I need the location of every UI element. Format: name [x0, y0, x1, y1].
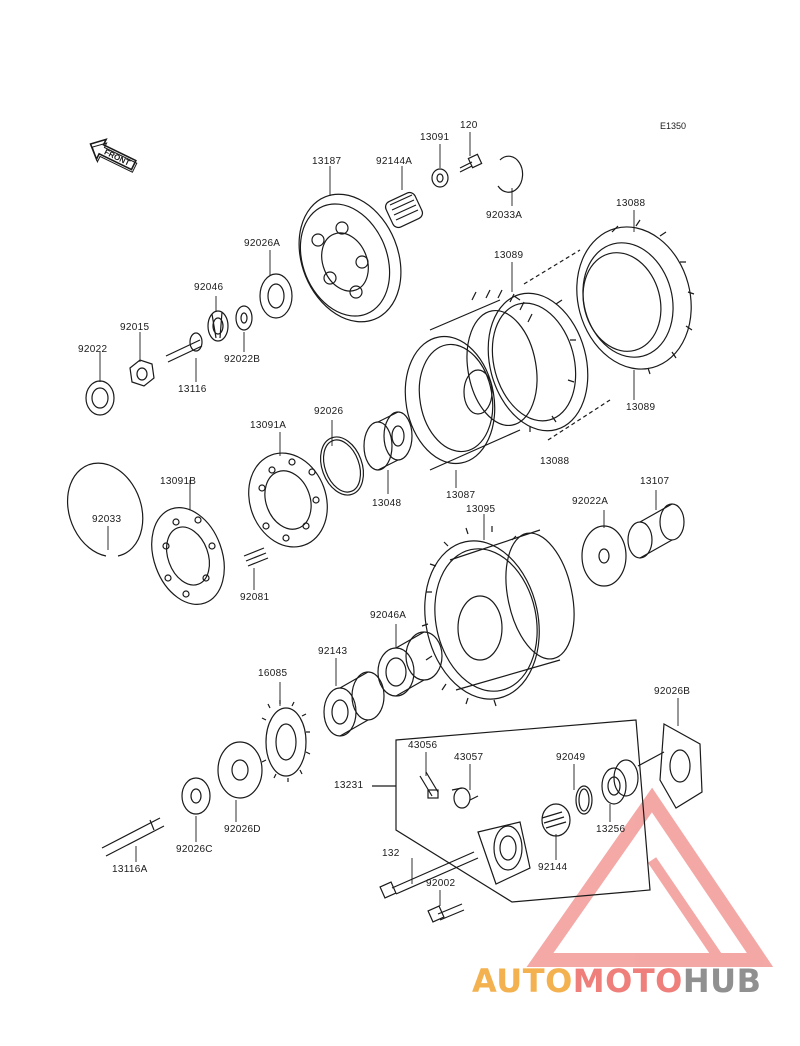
- part-92144: [541, 803, 571, 837]
- label-92026B: 92026B: [654, 686, 691, 697]
- label-13116A: 13116A: [112, 864, 148, 875]
- watermark-part-3: HUB: [682, 962, 762, 1000]
- label-92033: 92033: [92, 514, 122, 525]
- label-92046: 92046: [194, 282, 224, 293]
- part-132: [379, 851, 479, 899]
- part-92026A: [259, 273, 293, 319]
- label-13088-top: 13088: [616, 198, 646, 209]
- label-13187: 13187: [312, 156, 342, 167]
- watermark-triangle: [526, 787, 774, 967]
- part-13095: [421, 526, 575, 707]
- part-13088-top: [576, 219, 695, 375]
- watermark-part-2: MOTO: [572, 962, 683, 1000]
- part-13116: [165, 332, 203, 363]
- part-92002: [427, 903, 465, 923]
- part-92033A: [497, 155, 524, 193]
- label-13116: 13116: [178, 384, 207, 395]
- part-92026D: [217, 741, 263, 799]
- part-92046: [207, 310, 229, 342]
- label-132: 132: [382, 848, 400, 859]
- part-43056: [419, 771, 439, 799]
- part-92022A: [581, 525, 627, 587]
- watermark-part-1: AUTO: [472, 962, 573, 1000]
- label-13095: 13095: [466, 504, 496, 515]
- label-13091A: 13091A: [250, 420, 287, 431]
- label-92026C: 92026C: [176, 844, 213, 855]
- label-43056: 43056: [408, 740, 438, 751]
- label-92022B: 92022B: [224, 354, 261, 365]
- part-13187: [298, 193, 402, 323]
- label-13231: 13231: [334, 780, 364, 791]
- part-13089: [487, 292, 589, 432]
- label-16085: 16085: [258, 668, 288, 679]
- label-92046A: 92046A: [370, 610, 407, 621]
- label-92002: 92002: [426, 878, 456, 889]
- label-92026: 92026: [314, 406, 344, 417]
- label-92049: 92049: [556, 752, 586, 763]
- label-13107: 13107: [640, 476, 670, 487]
- part-92081: [243, 547, 269, 567]
- part-92026C: [181, 777, 211, 815]
- part-13087: [404, 289, 538, 471]
- label-13089-bottom: 13089: [626, 402, 656, 413]
- part-92046A: [377, 631, 443, 697]
- label-92081: 92081: [240, 592, 270, 603]
- part-13107: [627, 503, 685, 559]
- part-43057: [451, 787, 479, 809]
- label-92015: 92015: [120, 322, 150, 333]
- part-slave-cylinder: [477, 821, 531, 885]
- watermark-logo: AUTOMOTOHUB: [472, 962, 762, 1000]
- part-92015: [129, 359, 155, 387]
- part-13048: [363, 411, 413, 471]
- label-92026A: 92026A: [244, 238, 281, 249]
- label-120: 120: [460, 120, 478, 131]
- label-92144A: 92144A: [376, 156, 413, 167]
- part-92033: [66, 462, 144, 557]
- label-92026D: 92026D: [224, 824, 261, 835]
- part-13091A: [248, 452, 328, 548]
- part-92022: [85, 380, 115, 416]
- part-13256: [601, 759, 639, 805]
- part-92143: [323, 671, 385, 737]
- diagram-code: E1350: [660, 121, 687, 131]
- label-92022: 92022: [78, 344, 108, 355]
- label-92143: 92143: [318, 646, 348, 657]
- part-16085: [261, 700, 311, 782]
- label-13089-top: 13089: [494, 250, 524, 261]
- part-13091B: [151, 506, 225, 606]
- leader-lines: [99, 132, 679, 906]
- part-92026: [319, 436, 365, 496]
- label-13088-bottom: 13088: [540, 456, 570, 467]
- part-92026B: [637, 723, 703, 809]
- label-13087: 13087: [446, 490, 476, 501]
- part-120: [459, 153, 483, 173]
- part-92049: [575, 785, 593, 815]
- label-43057: 43057: [454, 752, 484, 763]
- label-13091B: 13091B: [160, 476, 197, 487]
- part-13116A: [101, 817, 165, 857]
- label-13048: 13048: [372, 498, 402, 509]
- part-92144A: [384, 191, 424, 229]
- label-92022A: 92022A: [572, 496, 609, 507]
- front-arrow-icon: FRONT: [89, 138, 138, 173]
- bracket-13231: [395, 719, 651, 903]
- label-13091: 13091: [420, 132, 450, 143]
- part-92022B: [235, 305, 253, 331]
- label-92033A: 92033A: [486, 210, 523, 221]
- part-13091: [431, 168, 449, 188]
- label-13256: 13256: [596, 824, 626, 835]
- label-92144: 92144: [538, 862, 568, 873]
